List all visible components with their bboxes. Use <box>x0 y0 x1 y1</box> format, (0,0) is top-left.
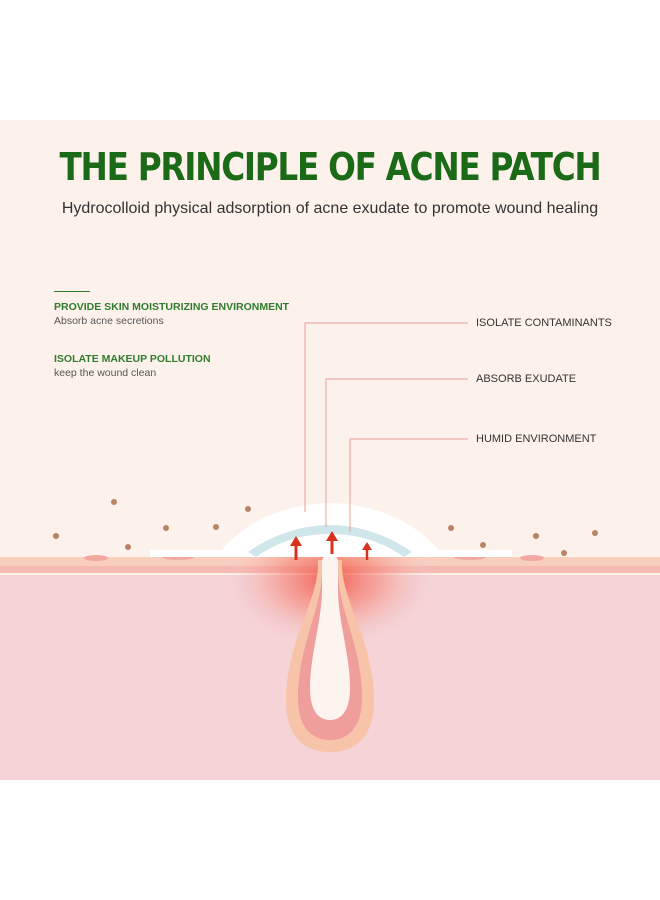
leader-line-humid <box>349 438 468 532</box>
skin-bump <box>520 555 544 561</box>
skin-bump <box>84 555 108 561</box>
leader-line-absorb <box>325 378 468 527</box>
benefit-description: keep the wound clean <box>54 367 157 379</box>
page-title: THE PRINCIPLE OF ACNE PATCH <box>59 145 602 189</box>
patch-hydrocolloid-layer <box>248 525 412 557</box>
page-subtitle: Hydrocolloid physical adsorption of acne… <box>61 200 599 217</box>
benefit-moisturizing: PROVIDE SKIN MOISTURIZING ENVIRONMENT Ab… <box>54 301 289 327</box>
skin-cross-section <box>0 322 660 780</box>
contaminant-particles <box>53 499 598 556</box>
absorption-arrow-icon <box>362 542 372 560</box>
benefit-divider <box>54 291 90 292</box>
leader-line-isolate <box>304 322 468 512</box>
benefit-description: Absorb acne secretions <box>54 315 164 327</box>
benefit-title: PROVIDE SKIN MOISTURIZING ENVIRONMENT <box>54 301 290 313</box>
callout-isolate-contaminants: ISOLATE CONTAMINANTS <box>476 317 612 329</box>
follicle-core <box>310 554 350 720</box>
benefit-isolate-makeup: ISOLATE MAKEUP POLLUTION keep the wound … <box>54 353 211 379</box>
benefit-title: ISOLATE MAKEUP POLLUTION <box>54 353 211 365</box>
absorption-arrow-icon <box>326 531 338 554</box>
callout-humid-environment: HUMID ENVIRONMENT <box>476 433 597 445</box>
callout-absorb-exudate: ABSORB EXUDATE <box>476 373 577 385</box>
absorption-arrow-icon <box>290 536 302 560</box>
acne-patch-diagram: THE PRINCIPLE OF ACNE PATCH Hydrocolloid… <box>0 120 660 780</box>
